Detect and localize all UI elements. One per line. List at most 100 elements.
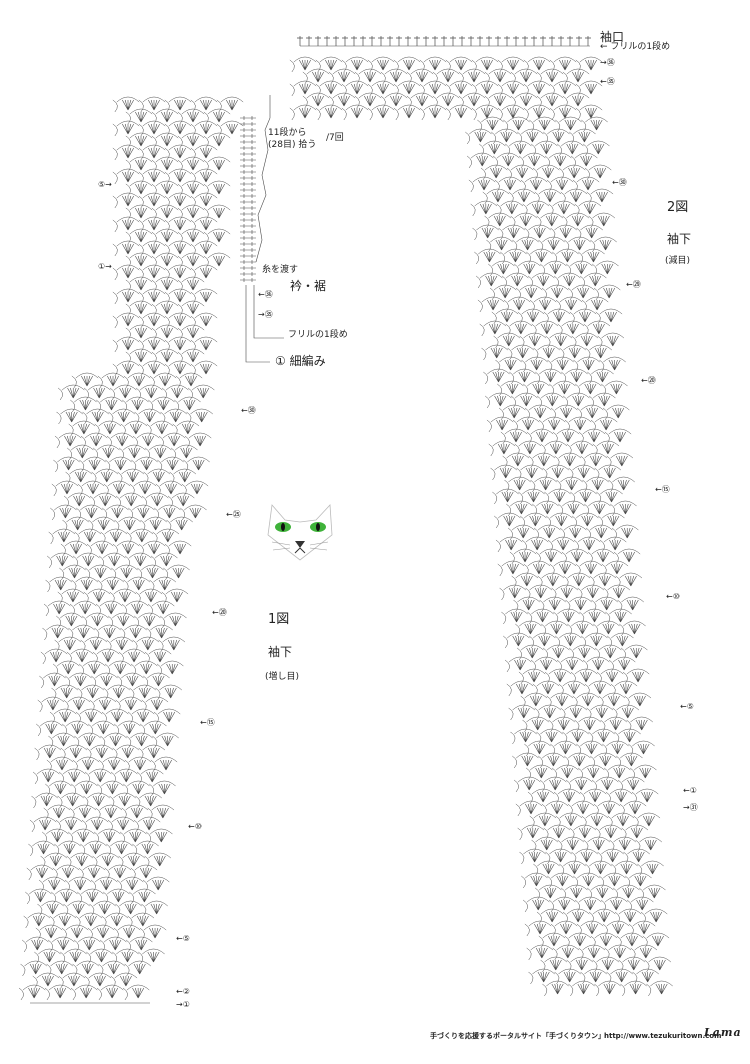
stitch-fan bbox=[190, 192, 218, 209]
stitch-fan bbox=[564, 932, 592, 949]
stitch-fan bbox=[512, 752, 539, 769]
stitch-fan bbox=[66, 648, 94, 665]
stitch-fan bbox=[530, 656, 558, 673]
stitch-fan bbox=[508, 704, 536, 721]
stitch-fan bbox=[138, 168, 166, 185]
stitch-fan bbox=[564, 416, 592, 433]
stitch-fan bbox=[587, 548, 615, 565]
cuff-stitch bbox=[378, 36, 384, 46]
stitch-fan bbox=[106, 432, 134, 449]
diagram2-title: 袖下 bbox=[667, 232, 692, 246]
stitch-fan bbox=[123, 780, 150, 797]
stitch-fan bbox=[148, 396, 175, 413]
stitch-fan bbox=[78, 660, 106, 677]
stitch-fan bbox=[587, 884, 614, 901]
stitch-fan bbox=[559, 860, 586, 877]
stitch-fan bbox=[112, 96, 140, 113]
stitch-fan bbox=[576, 404, 604, 421]
stitch-fan bbox=[140, 720, 167, 737]
stitch-fan bbox=[166, 516, 193, 533]
stitch-fan bbox=[599, 356, 626, 373]
edging-stitch bbox=[240, 248, 256, 252]
stitch-fan bbox=[548, 200, 576, 217]
cuff-stitch bbox=[414, 36, 420, 46]
stitch-fan bbox=[547, 872, 574, 889]
stitch-fan bbox=[586, 704, 614, 721]
stitch-fan bbox=[628, 740, 655, 757]
stitch-fan bbox=[91, 468, 119, 485]
stitch-fan bbox=[497, 560, 525, 577]
stitch-fan bbox=[154, 504, 181, 521]
stitch-fan bbox=[573, 536, 601, 553]
stitch-fan bbox=[516, 644, 544, 661]
stitch-fan bbox=[110, 972, 138, 989]
stitch-fan bbox=[289, 104, 317, 121]
stitch-fan bbox=[558, 500, 585, 517]
stitch-fan bbox=[527, 608, 554, 625]
stitch-fan bbox=[544, 152, 572, 169]
stitch-fan bbox=[484, 212, 512, 229]
stitch-fan bbox=[56, 612, 83, 629]
stitch-fan bbox=[157, 456, 184, 473]
cuff-stitch bbox=[486, 36, 492, 46]
stitch-fan bbox=[535, 548, 563, 565]
stitch-fan bbox=[551, 584, 579, 601]
cuff-stitch bbox=[477, 36, 483, 46]
stitch-fan bbox=[177, 180, 205, 197]
stitch-fan bbox=[172, 420, 200, 437]
frill-first-row-label: ← フリルの1段め bbox=[600, 42, 671, 52]
stitch-fan bbox=[590, 236, 617, 253]
stitch-fan bbox=[146, 420, 174, 437]
stitch-fan bbox=[589, 392, 616, 409]
stitch-fan bbox=[475, 272, 503, 289]
stitch-fan bbox=[570, 488, 597, 505]
stitch-fan bbox=[614, 908, 642, 925]
stitch-fan bbox=[564, 752, 591, 769]
stitch-fan bbox=[187, 384, 215, 401]
stitch-fan bbox=[601, 560, 629, 577]
stitch-fan bbox=[142, 876, 170, 893]
stitch-fan bbox=[602, 404, 630, 421]
stitch-fan bbox=[465, 128, 492, 145]
stitch-fan bbox=[546, 512, 573, 529]
row-marker: ←⑩ bbox=[188, 822, 202, 831]
stitch-fan bbox=[592, 956, 620, 973]
stitch-fan bbox=[120, 624, 147, 641]
row-marker: ←㉚ bbox=[241, 406, 256, 415]
stitch-fan bbox=[566, 956, 594, 973]
stitch-fan bbox=[174, 396, 201, 413]
stitch-fan bbox=[112, 336, 140, 353]
stitch-fan bbox=[106, 636, 134, 653]
stitch-fan bbox=[524, 404, 552, 421]
stitch-fan bbox=[510, 728, 537, 745]
stitch-fan bbox=[515, 800, 543, 817]
stitch-fan bbox=[89, 696, 117, 713]
stitch-fan bbox=[550, 224, 577, 241]
stitch-fan bbox=[164, 96, 192, 113]
stitch-fan bbox=[151, 204, 179, 221]
stitch-fan bbox=[509, 548, 537, 565]
edging-stitch bbox=[240, 194, 256, 198]
stitch-fan bbox=[76, 504, 103, 521]
stitch-fan bbox=[529, 812, 557, 829]
stitch-fan bbox=[203, 252, 231, 269]
stitch-fan bbox=[50, 504, 77, 521]
stitch-fan bbox=[64, 876, 92, 893]
stitch-fan bbox=[151, 300, 179, 317]
stitch-fan bbox=[101, 708, 129, 725]
stitch-fan bbox=[79, 456, 106, 473]
stitch-fan bbox=[51, 888, 78, 905]
stitch-fan bbox=[569, 128, 596, 145]
stitch-fan bbox=[47, 936, 75, 953]
stitch-fan bbox=[156, 660, 184, 677]
stitch-fan bbox=[341, 104, 369, 121]
stitch-fan bbox=[561, 368, 588, 385]
stitch-fan bbox=[536, 908, 564, 925]
stitch-fan bbox=[567, 284, 595, 301]
stitch-fan bbox=[600, 716, 627, 733]
stitch-fan bbox=[630, 764, 657, 781]
stitch-fan bbox=[151, 132, 179, 149]
stitch-fan bbox=[125, 132, 153, 149]
stitch-fan bbox=[544, 668, 572, 685]
stitch-fan bbox=[596, 668, 624, 685]
